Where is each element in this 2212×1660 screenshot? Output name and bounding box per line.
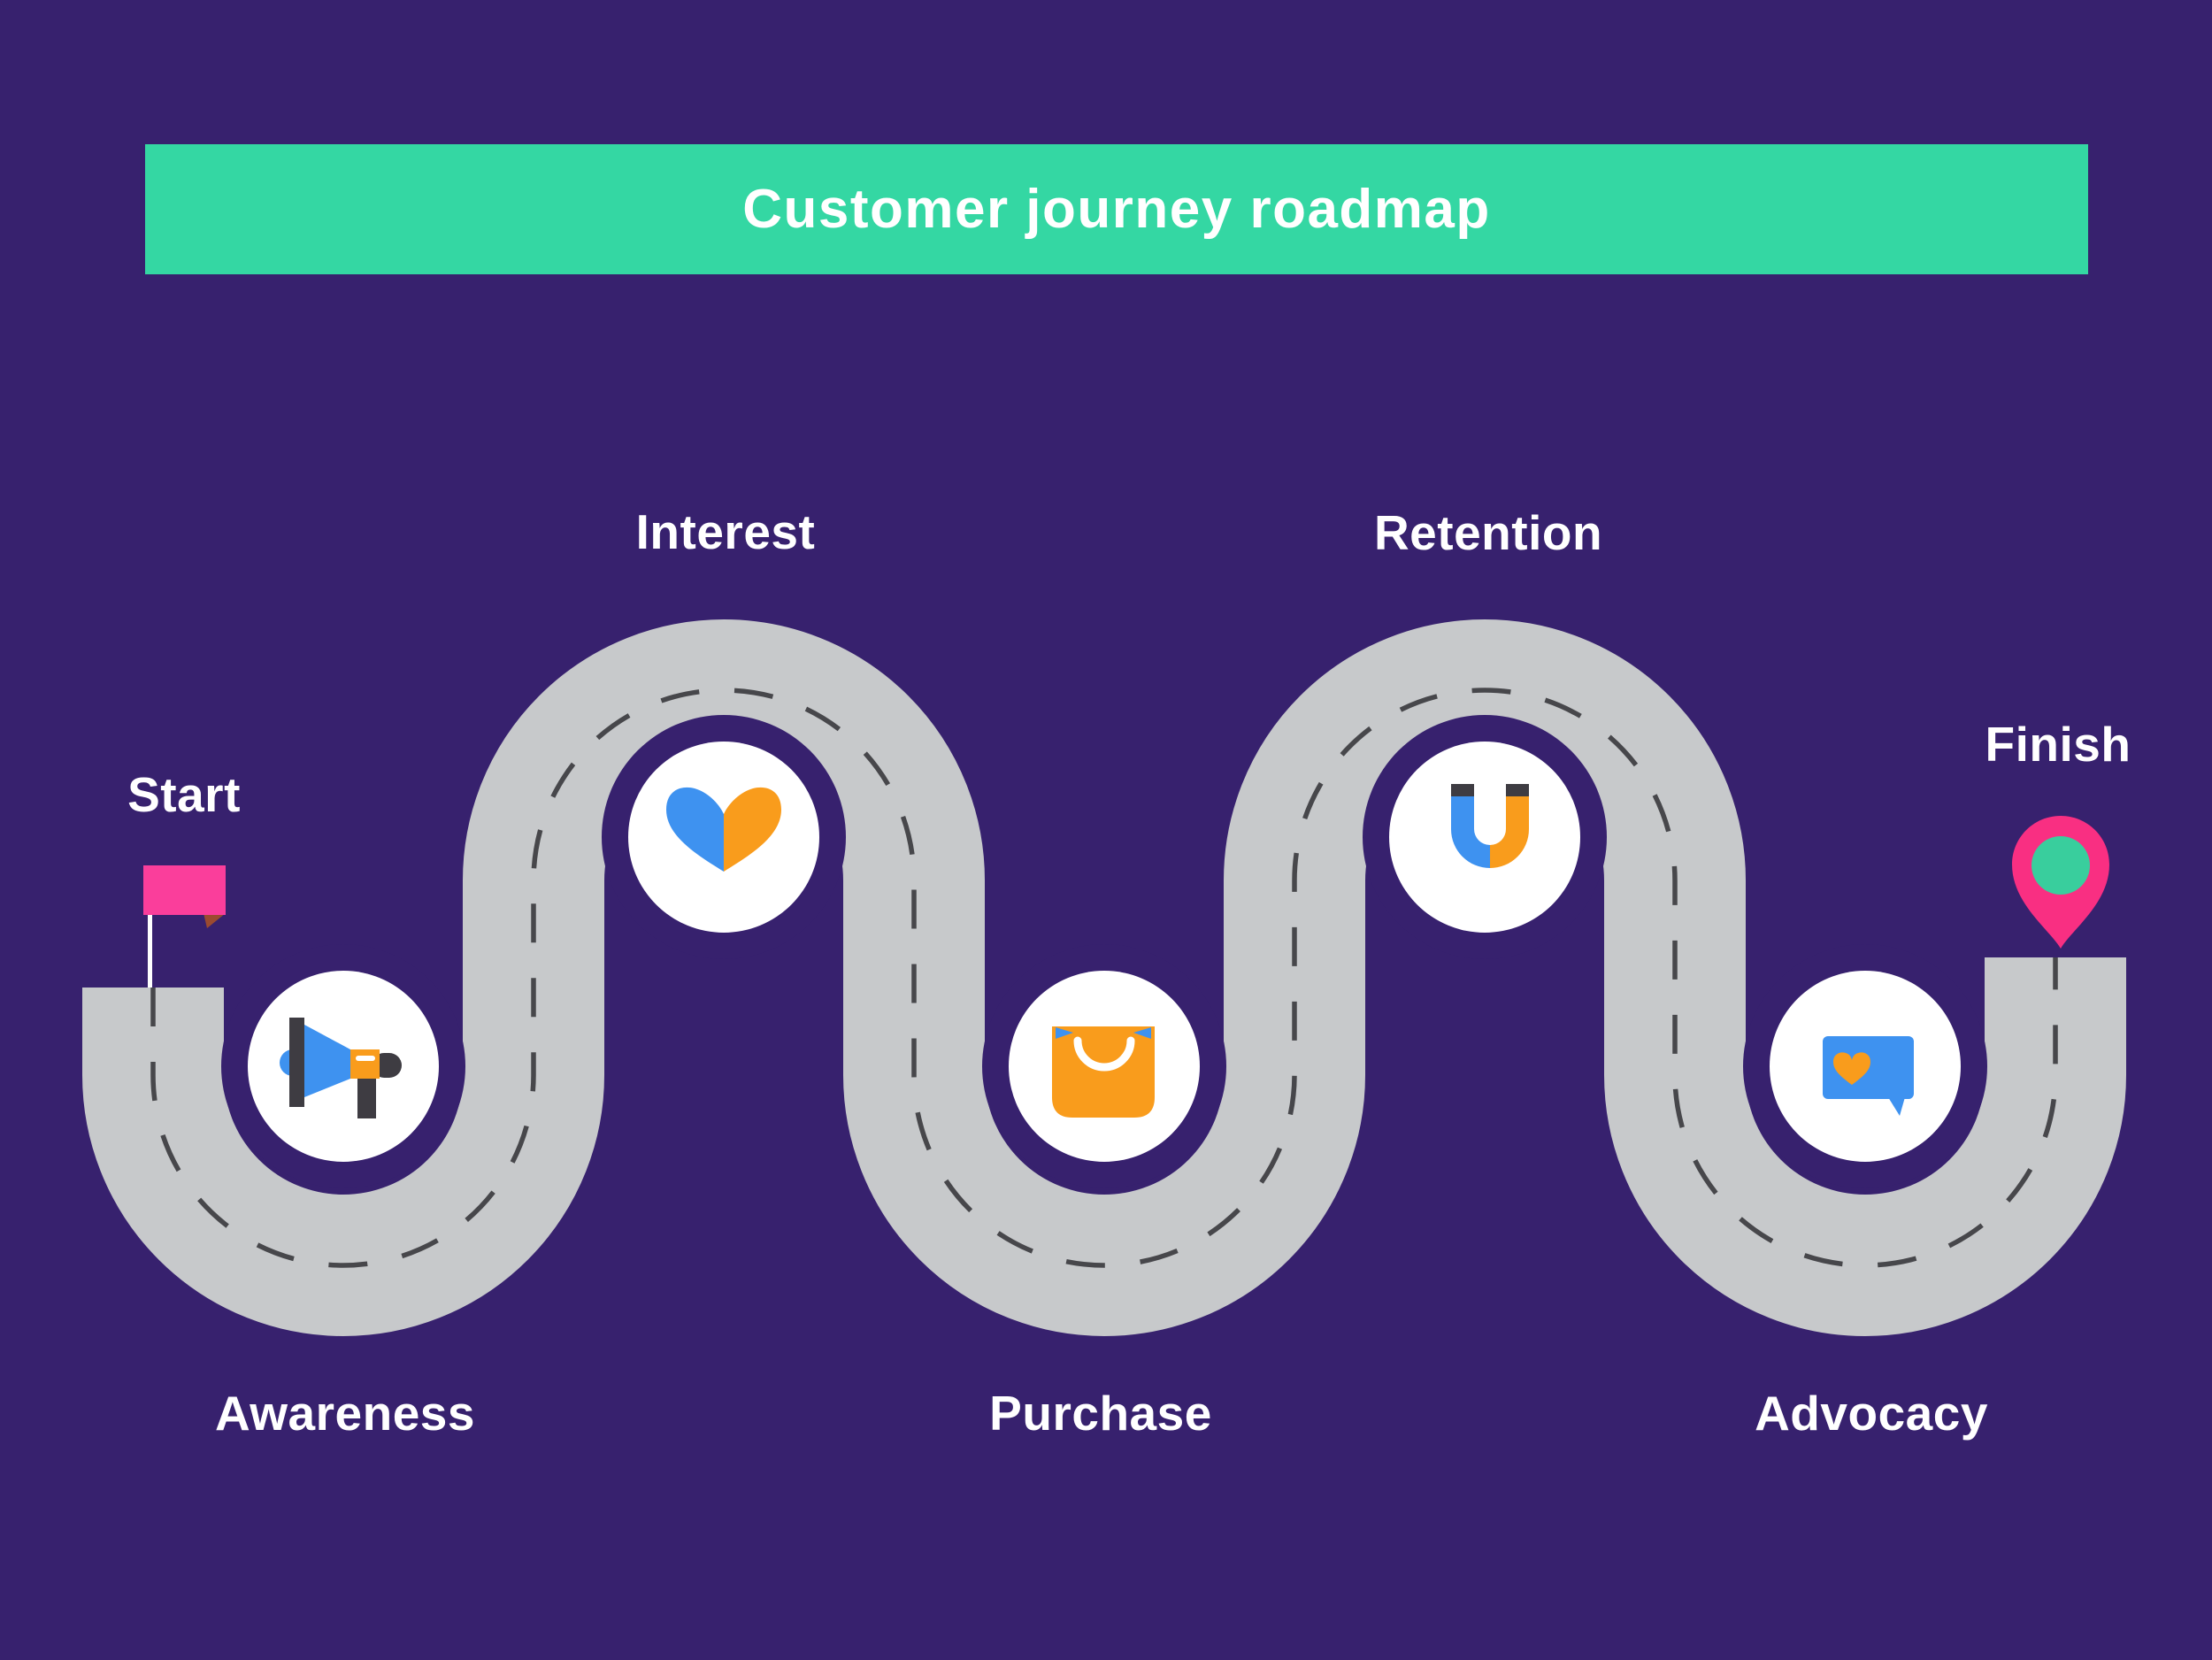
flag-pole: [148, 889, 152, 988]
stage-node-purchase: [982, 944, 1226, 1188]
flag-fold: [204, 913, 226, 928]
finish-label: Finish: [1985, 717, 2131, 772]
stage-node-interest: [602, 715, 846, 959]
stage-label-awareness: Awareness: [215, 1386, 475, 1441]
stage-node-retention: [1363, 715, 1607, 959]
magnet-icon: [1451, 784, 1529, 868]
shopping-bag-icon: [1052, 1026, 1155, 1118]
node-circle: [1389, 742, 1580, 933]
stage-label-advocacy: Advocacy: [1755, 1386, 1988, 1441]
split-heart-icon: [666, 787, 781, 872]
road-center-dashes: [150, 688, 2058, 1268]
pin-center-dot: [2032, 836, 2090, 895]
page-title: Customer journey roadmap: [742, 179, 1491, 240]
stage-label-interest: Interest: [635, 504, 816, 559]
stage-label-purchase: Purchase: [989, 1386, 1212, 1441]
chat-heart-icon: [1823, 1036, 1914, 1116]
title-banner: Customer journey roadmap: [145, 144, 2088, 274]
stage-node-advocacy: [1743, 944, 1987, 1188]
flag-banner: [143, 865, 226, 915]
stage-node-awareness: [221, 944, 465, 1188]
start-label: Start: [127, 767, 241, 822]
start-flag: [143, 865, 226, 988]
stage-label-retention: Retention: [1373, 505, 1603, 560]
megaphone-icon: [280, 1018, 402, 1118]
finish-pin-icon: [2012, 816, 2109, 949]
